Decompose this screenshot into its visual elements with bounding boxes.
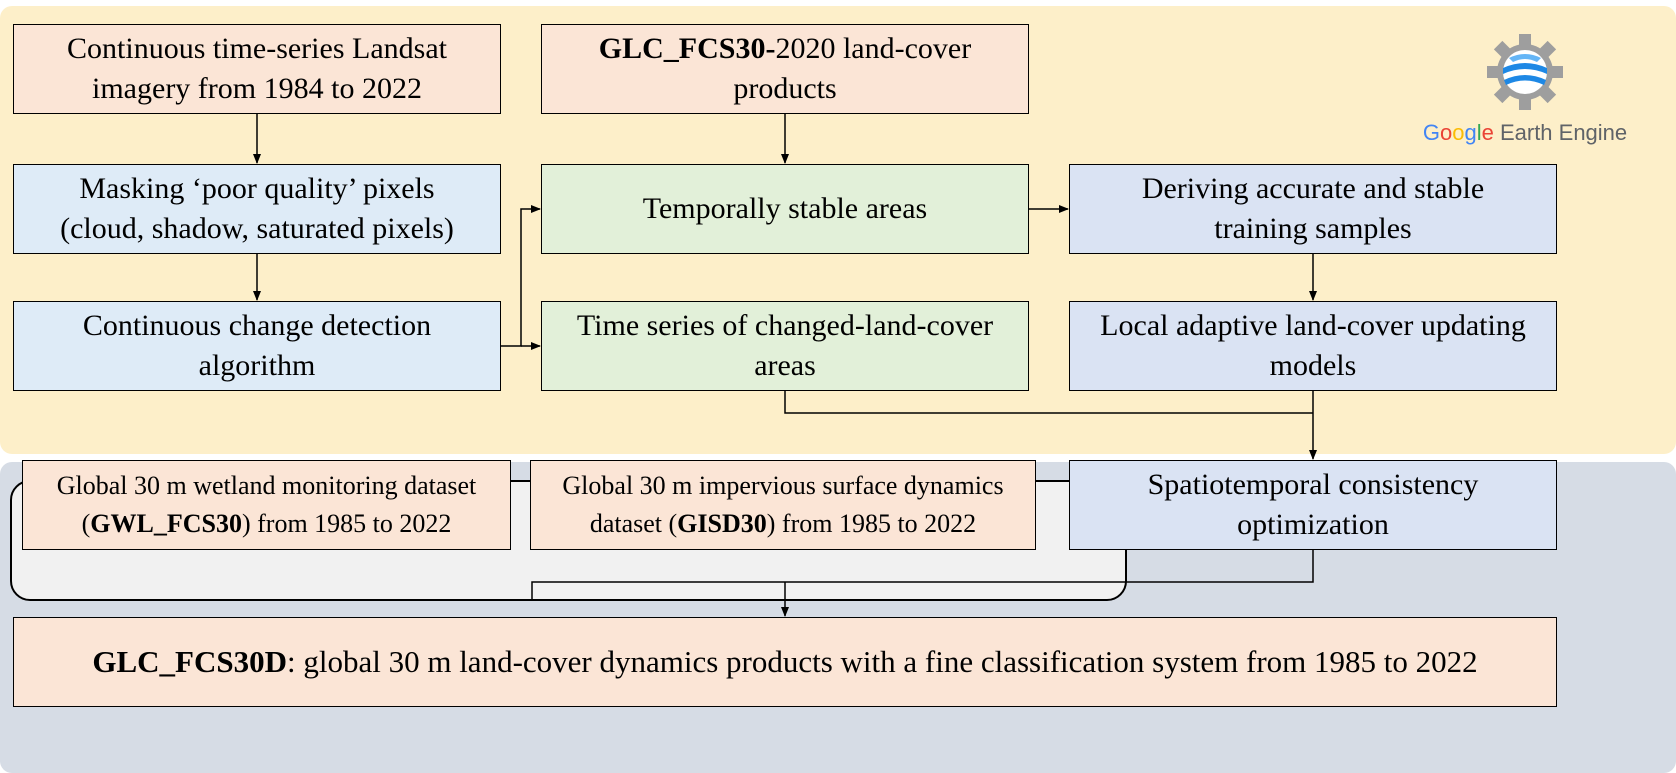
masking-line1: Masking ‘poor quality’ pixels: [79, 172, 435, 205]
temporally-stable-box: Temporally stable areas: [541, 164, 1029, 254]
glc2020-bold: GLC_FCS30-: [598, 32, 776, 65]
timeseries-line1: Time series of changed-land-cover: [576, 309, 994, 342]
impervious-rest: ) from 1985 to 2022: [766, 509, 977, 538]
wetland-rest: ) from 1985 to 2022: [241, 509, 452, 538]
masking-line2: (cloud, shadow, saturated pixels): [60, 212, 454, 245]
gwl-fcs30-box: Global 30 m wetland monitoring dataset (…: [22, 460, 511, 550]
spatio-line1: Spatiotemporal consistency: [1147, 468, 1479, 501]
earth-engine-gear-globe-icon: [1487, 34, 1563, 110]
local-line2: models: [1269, 349, 1357, 382]
local-line1: Local adaptive land-cover updating: [1100, 309, 1526, 342]
glc2020-line2: products: [733, 72, 837, 105]
ccd-line1: Continuous change detection: [82, 309, 432, 342]
landsat-line1: Continuous time-series Landsat: [67, 32, 447, 65]
spatio-line2: optimization: [1237, 508, 1389, 541]
gisd30-box: Global 30 m impervious surface dynamics …: [530, 460, 1036, 550]
ccd-line2: algorithm: [198, 349, 316, 382]
wetland-bold: GWL_FCS30: [90, 509, 242, 538]
final-bold: GLC_FCS30D: [92, 644, 287, 679]
impervious-pre: dataset (: [589, 509, 678, 538]
landsat-line2: imagery from 1984 to 2022: [92, 72, 422, 105]
stable-line1: Temporally stable areas: [642, 192, 928, 225]
changed-areas-box: Time series of changed-land-cover areas: [541, 301, 1029, 391]
glc2020-rest: 2020 land-cover: [775, 32, 972, 65]
impervious-bold: GISD30: [677, 509, 767, 538]
impervious-line1: Global 30 m impervious surface dynamics: [562, 471, 1004, 500]
wetland-open: (: [81, 509, 91, 538]
masking-pixels-box: Masking ‘poor quality’ pixels (cloud, sh…: [13, 164, 501, 254]
landsat-imagery-box: Continuous time-series Landsat imagery f…: [13, 24, 501, 114]
change-detection-box: Continuous change detection algorithm: [13, 301, 501, 391]
deriving-line2: training samples: [1214, 212, 1412, 245]
local-updating-models-box: Local adaptive land-cover updating model…: [1069, 301, 1557, 391]
deriving-samples-box: Deriving accurate and stable training sa…: [1069, 164, 1557, 254]
spatiotemporal-optimization-box: Spatiotemporal consistency optimization: [1069, 460, 1557, 550]
timeseries-line2: areas: [754, 349, 816, 382]
google-earth-engine-logo: Google Earth Engine: [1405, 28, 1645, 153]
deriving-line1: Deriving accurate and stable: [1141, 172, 1485, 205]
wetland-line1: Global 30 m wetland monitoring dataset: [56, 471, 477, 500]
glc-fcs30-2020-box: GLC_FCS30-2020 land-cover products: [541, 24, 1029, 114]
glc-fcs30d-final-box: GLC_FCS30D: global 30 m land-cover dynam…: [13, 617, 1557, 707]
earth-engine-wordmark: Google Earth Engine: [1422, 120, 1628, 145]
final-rest: : global 30 m land-cover dynamics produc…: [286, 644, 1478, 679]
